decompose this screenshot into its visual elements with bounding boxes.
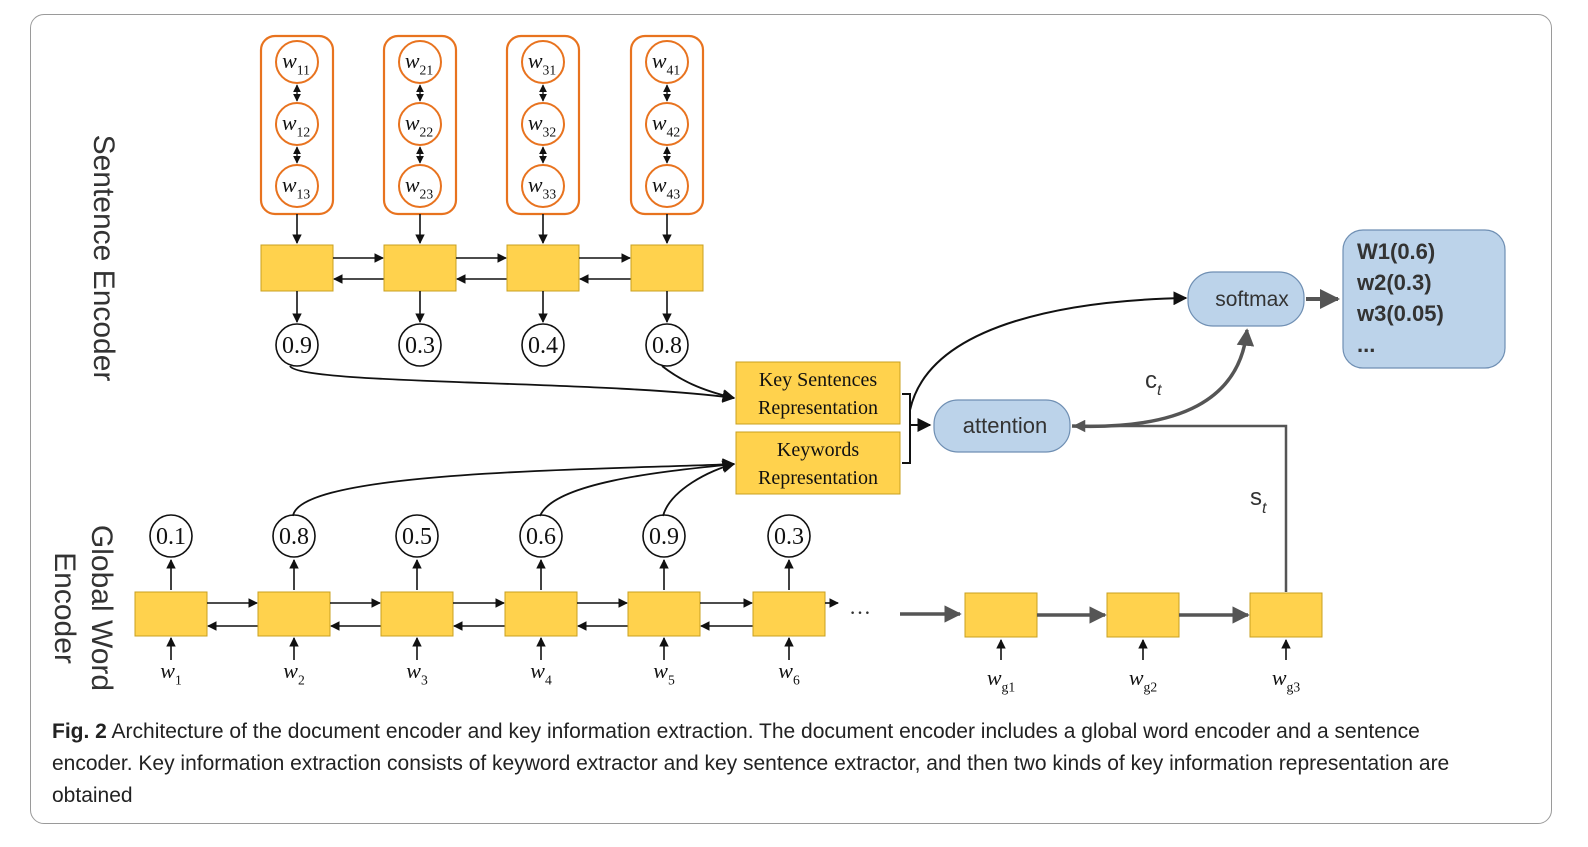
output-item-2: w2(0.3) bbox=[1356, 270, 1432, 295]
key-sentences-line1: Key Sentences bbox=[759, 369, 878, 391]
global-word-encoder-label-line2: Encoder bbox=[48, 552, 81, 664]
word-w33: w33 bbox=[528, 172, 557, 202]
key-sentences-line2: Representation bbox=[758, 397, 878, 419]
word-w23: w23 bbox=[405, 172, 434, 202]
decoder: wg1 wg2 wg3 bbox=[900, 592, 1323, 695]
word-score-0.6: 0.6 bbox=[519, 514, 563, 558]
word-score-0.5: 0.5 bbox=[395, 514, 439, 558]
word-w32: w32 bbox=[528, 110, 557, 140]
word-w22: w22 bbox=[405, 110, 434, 140]
architecture-diagram: Sentence Encoder Global Word Encoder w11… bbox=[48, 34, 1506, 695]
word-lstm-cell bbox=[627, 591, 701, 637]
output-item-3: w3(0.05) bbox=[1356, 301, 1444, 326]
svg-text:0.3: 0.3 bbox=[774, 524, 804, 550]
keywords-line1: Keywords bbox=[777, 439, 859, 461]
sentence-lstm-cell bbox=[630, 244, 704, 292]
input-word-w1: w1 bbox=[160, 658, 182, 688]
context-arrow bbox=[1071, 328, 1255, 429]
input-word-w5: w5 bbox=[653, 658, 675, 688]
word-score-0.8-arrow bbox=[292, 458, 736, 517]
sentence-lstm-cell bbox=[260, 244, 334, 292]
sentence-score-0.8: 0.8 bbox=[645, 323, 689, 367]
word-score-0.8: 0.8 bbox=[272, 514, 316, 558]
sequence-ellipsis: … bbox=[849, 594, 871, 619]
decoder-input-wg3: wg3 bbox=[1272, 665, 1301, 695]
word-group-2: w21 w22 w23 bbox=[382, 34, 458, 216]
svg-text:0.4: 0.4 bbox=[528, 333, 558, 359]
word-w13: w13 bbox=[282, 172, 311, 202]
word-group-4: w41 w42 w43 bbox=[629, 34, 705, 216]
word-w21: w21 bbox=[405, 48, 433, 78]
word-lstm-cell bbox=[134, 591, 208, 637]
output-distribution: W1(0.6) w2(0.3) w3(0.05) ... bbox=[1342, 229, 1506, 369]
decoder-input-wg1: wg1 bbox=[987, 665, 1015, 695]
sentence-score-0.3: 0.3 bbox=[398, 323, 442, 367]
svg-text:0.9: 0.9 bbox=[649, 524, 679, 550]
output-item-4: ... bbox=[1357, 332, 1375, 357]
word-score-0.6-arrow bbox=[539, 458, 736, 517]
sentence-lstm-cell bbox=[506, 244, 580, 292]
keywords-representation: Keywords Representation bbox=[735, 431, 901, 495]
word-group-3: w31 w32 w33 bbox=[505, 34, 581, 216]
word-w11: w11 bbox=[282, 48, 310, 78]
word-w12: w12 bbox=[282, 110, 311, 140]
decoder-cell bbox=[1106, 592, 1180, 638]
softmax-node: softmax bbox=[1187, 271, 1305, 327]
svg-text:0.8: 0.8 bbox=[652, 333, 682, 359]
key-sentences-representation: Key Sentences Representation bbox=[735, 361, 901, 425]
word-lstm-cell bbox=[380, 591, 454, 637]
decoder-cell bbox=[964, 592, 1038, 638]
word-w42: w42 bbox=[652, 110, 681, 140]
representation-to-softmax-arrow bbox=[909, 291, 1188, 411]
attention-node: attention bbox=[933, 399, 1071, 453]
word-group-1: w11 w12 w13 bbox=[259, 34, 335, 216]
figure-caption: Fig. 2 Architecture of the document enco… bbox=[52, 716, 1492, 812]
svg-text:0.6: 0.6 bbox=[526, 524, 556, 550]
word-score-0.9-arrow bbox=[662, 460, 736, 517]
word-lstm-cell bbox=[504, 591, 578, 637]
context-label: ct bbox=[1145, 367, 1162, 399]
sentence-encoder-label: Sentence Encoder bbox=[87, 135, 120, 382]
sentence-lstm-cell bbox=[383, 244, 457, 292]
decoder-cell bbox=[1249, 592, 1323, 638]
input-word-w6: w6 bbox=[778, 658, 800, 688]
caption-label: Fig. 2 bbox=[52, 720, 107, 743]
caption-text: Architecture of the document encoder and… bbox=[52, 720, 1450, 807]
output-item-1: W1(0.6) bbox=[1357, 239, 1435, 264]
word-w41: w41 bbox=[652, 48, 680, 78]
input-word-w2: w2 bbox=[283, 658, 305, 688]
attention-label: attention bbox=[963, 413, 1047, 438]
representation-bracket bbox=[902, 393, 911, 464]
softmax-label: softmax bbox=[1215, 288, 1289, 311]
svg-text:0.1: 0.1 bbox=[156, 524, 186, 550]
decoder-input-wg2: wg2 bbox=[1129, 665, 1158, 695]
svg-text:0.3: 0.3 bbox=[405, 333, 435, 359]
sentence-encoder: w11w12w130.9w21w22w230.3w31w32w330.4w41w… bbox=[259, 34, 705, 367]
input-word-w3: w3 bbox=[406, 658, 428, 688]
svg-text:0.5: 0.5 bbox=[402, 524, 432, 550]
keywords-line2: Representation bbox=[758, 467, 878, 489]
word-w43: w43 bbox=[652, 172, 681, 202]
global-word-encoder-label-line1: Global Word bbox=[85, 525, 118, 691]
word-score-0.9: 0.9 bbox=[642, 514, 686, 558]
sentence-score-0.8-arrow bbox=[661, 365, 736, 402]
svg-text:0.8: 0.8 bbox=[279, 524, 309, 550]
state-label: st bbox=[1250, 484, 1267, 517]
word-w31: w31 bbox=[528, 48, 556, 78]
word-lstm-cell bbox=[257, 591, 331, 637]
global-word-encoder: 0.1 w1 0.8 w2 0.5 w3 0.6 w4 0.9 w5 0.3 w6 bbox=[134, 514, 839, 688]
svg-text:0.9: 0.9 bbox=[282, 333, 312, 359]
input-word-w4: w4 bbox=[530, 658, 552, 688]
sentence-score-0.9: 0.9 bbox=[275, 323, 319, 367]
decoder-state-arrow bbox=[1072, 419, 1288, 592]
word-score-0.3: 0.3 bbox=[767, 514, 811, 558]
sentence-score-0.9-arrow bbox=[289, 365, 736, 403]
word-score-0.1: 0.1 bbox=[149, 514, 193, 558]
sentence-score-0.4: 0.4 bbox=[521, 323, 565, 367]
word-lstm-cell bbox=[752, 591, 826, 637]
